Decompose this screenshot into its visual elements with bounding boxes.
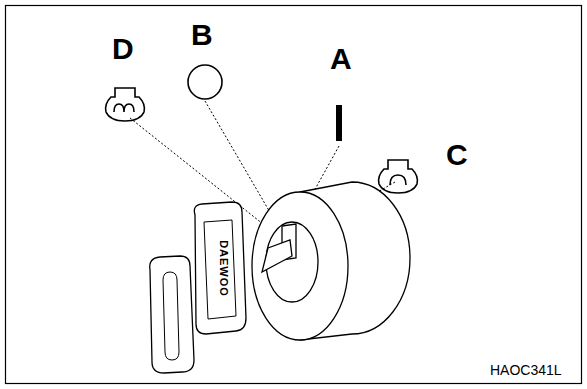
key xyxy=(150,202,292,373)
glow-plug-coil xyxy=(114,104,134,112)
on-symbol xyxy=(336,105,342,141)
brand-mark: DAEWOO xyxy=(217,240,228,297)
position-symbols xyxy=(106,65,418,193)
position-letter: A xyxy=(330,44,352,74)
position-letter: B xyxy=(191,20,213,50)
start-symbol xyxy=(379,160,418,193)
position-letter: D xyxy=(112,34,134,64)
lock-symbol xyxy=(188,65,222,99)
frame xyxy=(6,6,582,384)
start-symbol-arc xyxy=(390,175,406,185)
glow-plug-symbol xyxy=(106,88,145,121)
figure-code: HAOC341L xyxy=(490,363,562,377)
lock-cylinder xyxy=(252,182,410,340)
position-letter: C xyxy=(446,140,468,170)
